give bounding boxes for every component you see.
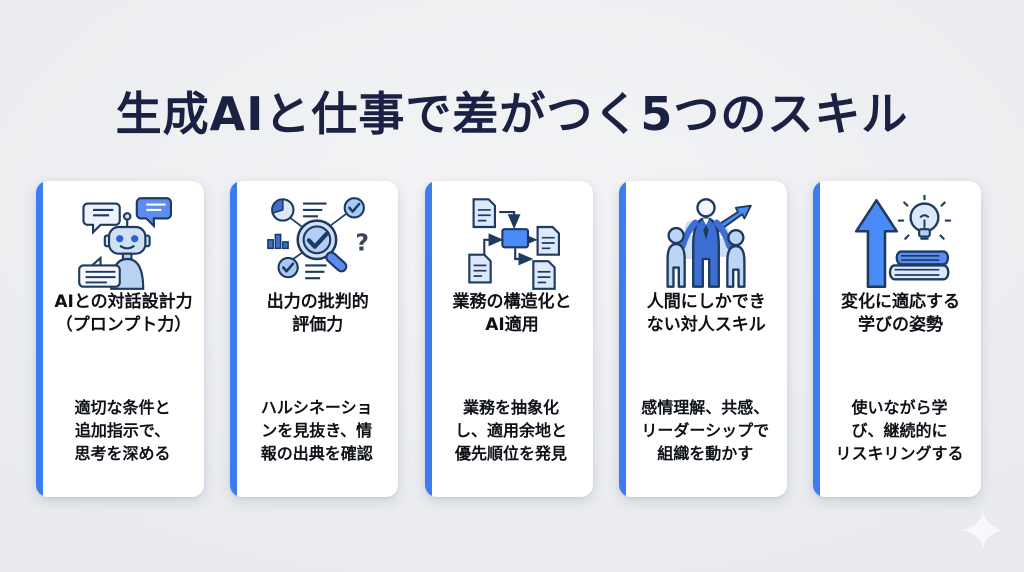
skill-card-structuring: 業務の構造化と AI適用 業務を抽象化 し、適用余地と 優先順位を発見 — [424, 181, 593, 497]
card-title: 変化に適応する 学びの姿勢 — [841, 292, 960, 335]
card-description: 感情理解、共感、 リーダーシップで 組織を動かす — [641, 398, 770, 464]
svg-text:?: ? — [355, 228, 369, 256]
card-description: 使いながら学 び、継続的に リスキリングする — [835, 398, 964, 464]
skill-card-evaluation: ? 出力の批判的 評価力 ハルシネーショ ンを見抜き、情 報の出典を確認 — [230, 181, 399, 497]
card-description: 適切な条件と 追加指示で、 思考を深める — [74, 398, 171, 464]
skill-card-interpersonal: 人間にしかでき ない対人スキル 感情理解、共感、 リーダーシップで 組織を動かす — [618, 181, 787, 497]
card-title: 人間にしかでき ない対人スキル — [646, 292, 766, 335]
card-accent-stripe — [813, 181, 820, 497]
skill-card-prompt: AIとの対話設計力 （プロンプト力） 適切な条件と 追加指示で、 思考を深める — [36, 181, 204, 497]
card-title: 出力の批判的 評価力 — [266, 292, 369, 335]
card-accent-stripe — [618, 181, 626, 497]
card-accent-stripe — [230, 181, 238, 497]
magnifier-check-icon: ? — [237, 193, 398, 293]
growth-arrow-books-bulb-icon — [820, 193, 981, 293]
card-title: AIとの対話設計力 （プロンプト力） — [54, 292, 193, 335]
robot-chat-icon — [43, 193, 204, 293]
card-description: ハルシネーショ ンを見抜き、情 報の出典を確認 — [260, 398, 373, 464]
card-accent-stripe — [424, 181, 432, 497]
skill-card-learning: 変化に適応する 学びの姿勢 使いながら学 び、継続的に リスキリングする — [813, 181, 981, 497]
card-accent-stripe — [36, 181, 43, 497]
page-title: 生成AIと仕事で差がつく5つのスキル — [115, 87, 909, 141]
flowchart-docs-icon — [432, 193, 593, 293]
card-description: 業務を抽象化 し、適用余地と 優先順位を発見 — [454, 398, 567, 464]
team-leader-arrow-icon — [626, 193, 787, 293]
skill-cards-row: AIとの対話設計力 （プロンプト力） 適切な条件と 追加指示で、 思考を深める — [36, 181, 981, 497]
card-title: 業務の構造化と AI適用 — [452, 292, 572, 335]
sparkle-icon — [961, 508, 1005, 552]
